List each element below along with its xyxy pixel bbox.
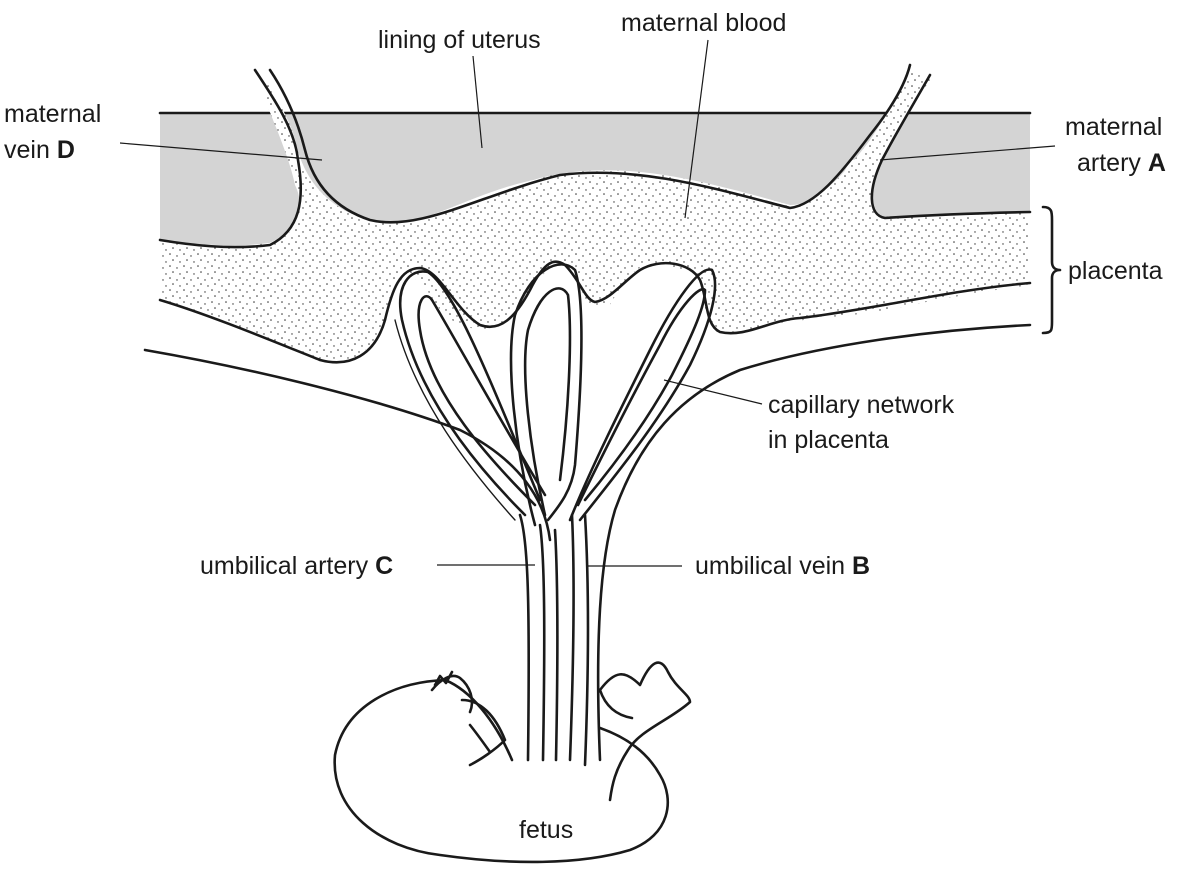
label-maternal-artery-word: artery	[1077, 149, 1141, 177]
label-umbilical-vein-word: umbilical vein	[695, 552, 845, 580]
umbilical-cord-right	[585, 515, 588, 765]
label-capillary-2: in placenta	[768, 426, 889, 454]
label-umbilical-vein: umbilical vein B	[695, 552, 870, 580]
label-maternal-vein-2: vein D	[4, 136, 75, 164]
label-lining-of-uterus: lining of uterus	[378, 26, 541, 54]
label-maternal-artery-2: artery A	[1077, 149, 1166, 177]
label-placenta: placenta	[1068, 257, 1163, 285]
label-maternal-blood: maternal blood	[621, 9, 786, 37]
label-umbilical-artery: umbilical artery C	[200, 552, 393, 580]
fetus-leg	[600, 663, 690, 800]
label-maternal-vein-1: maternal	[4, 100, 101, 128]
label-maternal-vein-word: vein	[4, 136, 50, 164]
label-fetus: fetus	[519, 816, 573, 844]
umbilical-artery-c	[520, 515, 544, 760]
label-umbilical-artery-word: umbilical artery	[200, 552, 369, 580]
label-maternal-artery-1: maternal	[1065, 113, 1162, 141]
label-maternal-vein-letter: D	[57, 136, 75, 164]
umbilical-vein-b	[555, 515, 573, 760]
placenta-bracket	[1043, 207, 1060, 333]
label-umbilical-artery-letter: C	[375, 552, 393, 580]
label-maternal-artery-letter: A	[1148, 149, 1166, 177]
capillary-loop-left-inner	[395, 320, 515, 520]
capillary-loop-right	[570, 270, 715, 520]
label-umbilical-vein-letter: B	[852, 552, 870, 580]
label-capillary-1: capillary network	[768, 391, 955, 419]
